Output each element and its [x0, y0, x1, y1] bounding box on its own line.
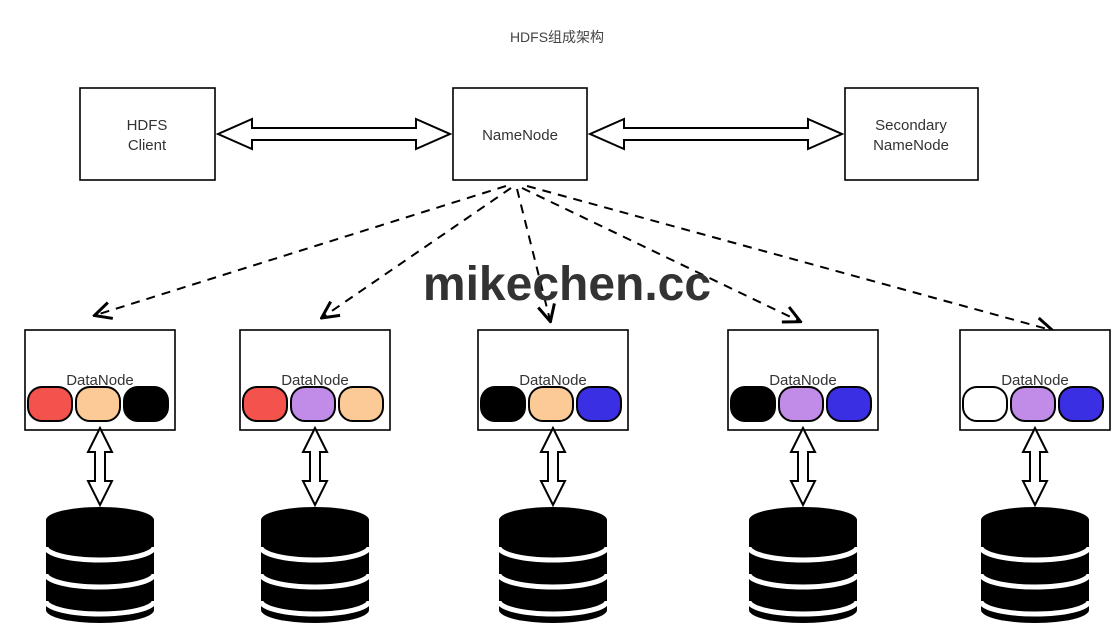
datanode-label: DataNode — [519, 372, 587, 389]
block-icon — [826, 386, 872, 422]
database-cylinder-icon — [978, 507, 1092, 623]
namenode-label: NameNode — [482, 127, 558, 144]
datanode-label: DataNode — [281, 372, 349, 389]
secondary-namenode-label-line1: Secondary — [875, 117, 947, 134]
watermark: mikechen.cc — [423, 258, 711, 311]
datanode-group-1: DataNode — [24, 329, 176, 623]
block-icon — [27, 386, 73, 422]
diagram-title: HDFS组成架构 — [510, 29, 604, 45]
dashed-link-datanode-4 — [521, 187, 799, 321]
datanode-disk-arrow — [86, 425, 114, 508]
arrow-client-namenode — [215, 117, 453, 151]
block-icon — [576, 386, 622, 422]
secondary-namenode-node: Secondary NameNode — [844, 87, 979, 181]
block-icon — [778, 386, 824, 422]
block-icon — [1058, 386, 1104, 422]
block-icon — [480, 386, 526, 422]
block-icon — [1010, 386, 1056, 422]
datanode-disk-arrow — [539, 425, 567, 508]
secondary-namenode-label-line2: NameNode — [873, 137, 949, 154]
block-icon — [962, 386, 1008, 422]
database-cylinder-icon — [43, 507, 157, 623]
datanode-disk-arrow — [1021, 425, 1049, 508]
block-icon — [290, 386, 336, 422]
database-cylinder-icon — [496, 507, 610, 623]
arrow-namenode-secondary — [587, 117, 845, 151]
block-icon — [75, 386, 121, 422]
datanode-label: DataNode — [769, 372, 837, 389]
datanode-group-2: DataNode — [239, 329, 391, 623]
dashed-link-datanode-3 — [516, 188, 550, 320]
datanode-group-4: DataNode — [727, 329, 879, 623]
datanode-group-5: DataNode — [959, 329, 1111, 623]
datanode-label: DataNode — [66, 372, 134, 389]
namenode-datanode-links — [96, 185, 1051, 330]
datanode-disk-arrow — [789, 425, 817, 508]
hdfs-client-node: HDFS Client — [79, 87, 216, 181]
block-icon — [528, 386, 574, 422]
namenode-node: NameNode — [452, 87, 588, 181]
dashed-link-datanode-5 — [526, 185, 1051, 330]
database-cylinder-icon — [258, 507, 372, 623]
datanode-label: DataNode — [1001, 372, 1069, 389]
block-icon — [338, 386, 384, 422]
dashed-link-datanode-1 — [96, 185, 507, 315]
top-row: HDFS Client NameNode Secondary NameNode — [79, 87, 979, 181]
block-icon — [730, 386, 776, 422]
block-icon — [123, 386, 169, 422]
datanode-disk-arrow — [301, 425, 329, 508]
database-cylinder-icon — [746, 507, 860, 623]
dashed-link-datanode-2 — [323, 187, 512, 317]
hdfs-client-label-line1: HDFS — [127, 117, 168, 134]
datanode-group-3: DataNode — [477, 329, 629, 623]
hdfs-client-label-line2: Client — [128, 137, 167, 154]
block-icon — [242, 386, 288, 422]
